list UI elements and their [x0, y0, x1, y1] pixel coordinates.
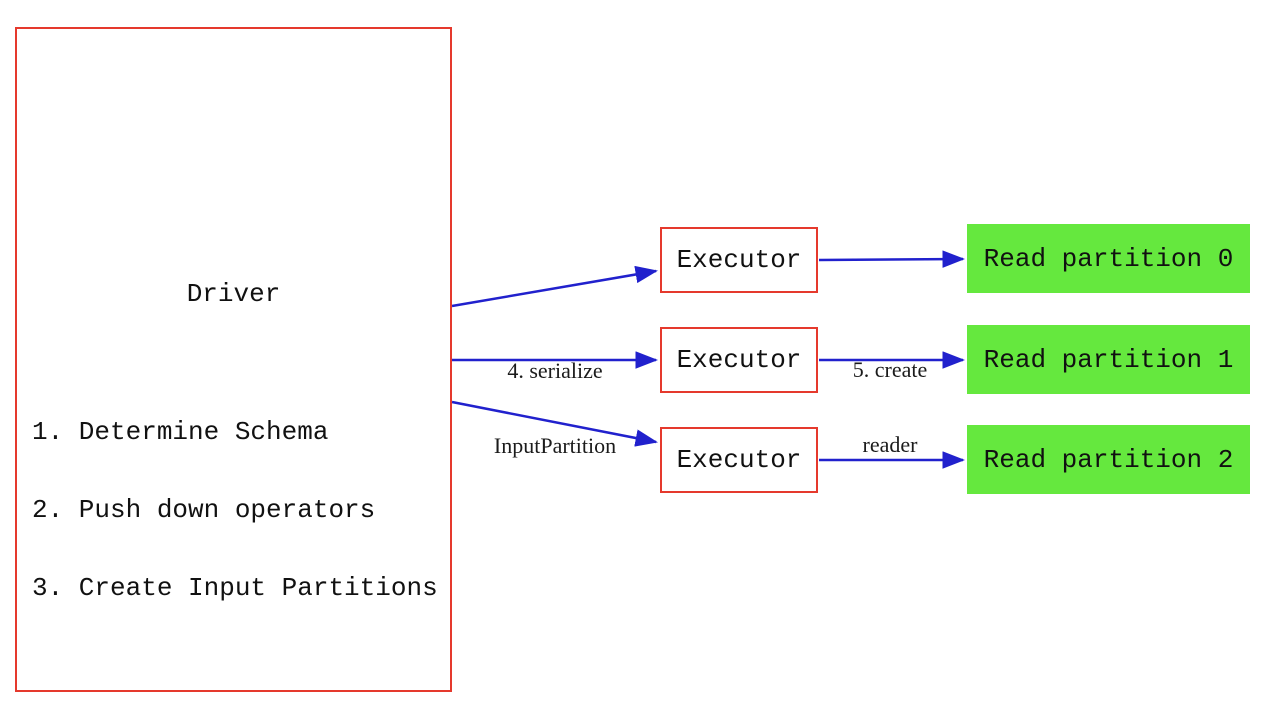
driver-steps: 1. Determine Schema 2. Push down operato…	[32, 367, 438, 653]
executor-node-1: Executor	[660, 327, 818, 393]
read-partition-node-0: Read partition 0	[967, 224, 1250, 293]
read-partition-label: Read partition 2	[983, 444, 1234, 475]
driver-step-2: 2. Push down operators	[32, 495, 376, 525]
executor-label: Executor	[676, 245, 802, 275]
read-partition-label: Read partition 0	[983, 243, 1234, 274]
edge-label-line: InputPartition	[493, 433, 617, 458]
edge-label-serialize-inputpartition: 4. serialize InputPartition	[455, 308, 655, 508]
edge-label-line: 4. serialize	[507, 358, 603, 383]
read-partition-label: Read partition 1	[983, 344, 1234, 375]
read-partition-node-2: Read partition 2	[967, 425, 1250, 494]
executor-label: Executor	[676, 345, 802, 375]
driver-title: Driver	[186, 279, 281, 309]
driver-step-3: 3. Create Input Partitions	[32, 573, 438, 603]
arrow-executor-0-to-partition-0	[818, 250, 965, 268]
driver-node: Driver 1. Determine Schema 2. Push down …	[15, 27, 452, 692]
driver-step-1: 1. Determine Schema	[32, 417, 329, 447]
arrow-driver-to-executor-0	[451, 265, 658, 308]
executor-node-2: Executor	[660, 427, 818, 493]
executor-node-0: Executor	[660, 227, 818, 293]
edge-label-create-reader: 5. create reader	[820, 307, 960, 507]
edge-label-line: reader	[862, 432, 918, 457]
read-partition-node-1: Read partition 1	[967, 325, 1250, 394]
executor-label: Executor	[676, 445, 802, 475]
edge-label-line: 5. create	[852, 357, 928, 382]
